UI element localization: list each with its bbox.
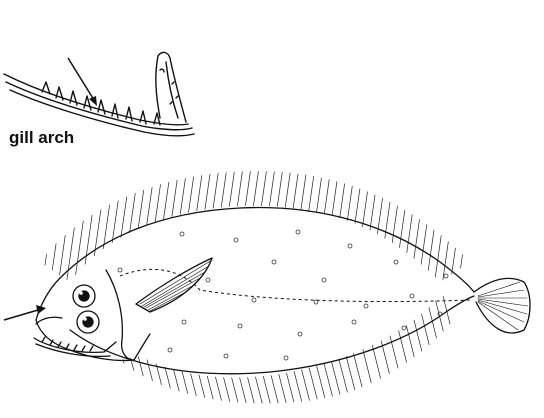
dorsal-fin <box>40 160 476 300</box>
body-spots <box>118 230 448 360</box>
anal-fin <box>110 276 458 418</box>
pointer-arrow <box>4 305 46 320</box>
